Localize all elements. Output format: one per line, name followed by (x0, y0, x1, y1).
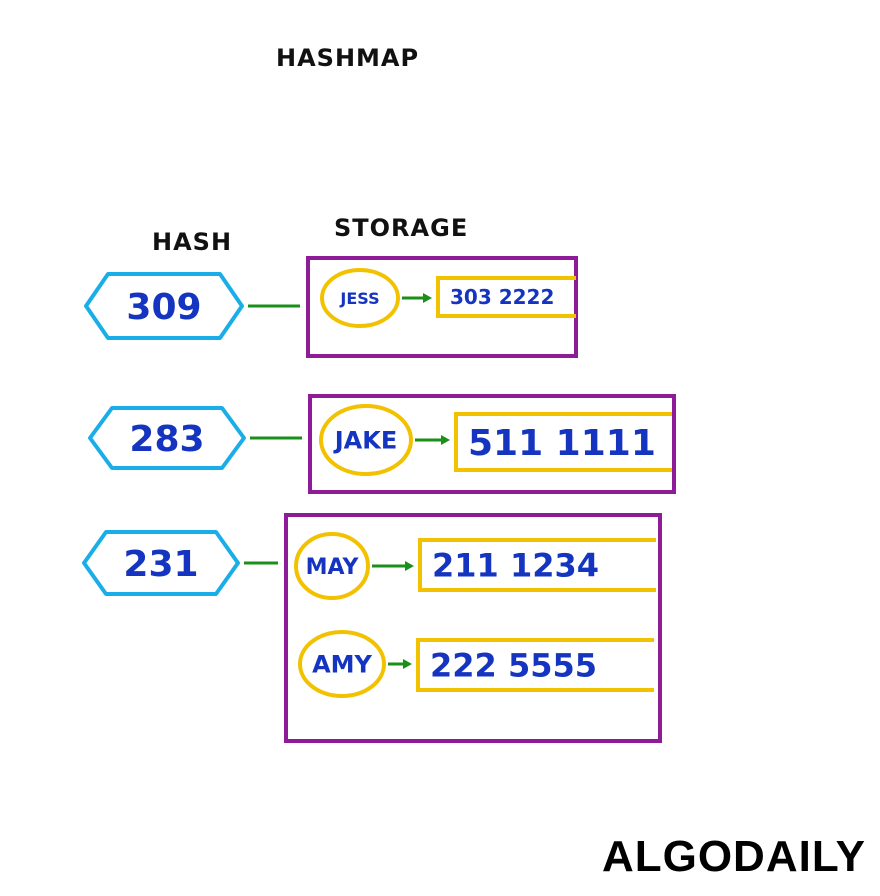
key-ring (294, 532, 370, 600)
entry-value-box (454, 412, 672, 472)
entry-phone-value: 222 5555 (430, 647, 597, 685)
entry-value-box (418, 538, 656, 592)
entry-value-box (436, 276, 576, 318)
entry-key-name: AMY (312, 651, 372, 679)
entry-phone-value: 511 1111 (468, 423, 656, 464)
brand-logo-text: ALGODAILY (601, 832, 866, 881)
hash-column-label: HASH (152, 228, 233, 256)
entry-key-name: JESS (339, 289, 379, 308)
storage-bucket-box (308, 394, 676, 494)
entry-phone-value: 211 1234 (432, 547, 599, 585)
entry-arrow-head (405, 561, 414, 571)
entry-key-name: JAKE (333, 427, 398, 455)
storage-column-label: STORAGE (334, 214, 469, 242)
hash-value: 283 (129, 419, 204, 460)
storage-bucket-box (306, 256, 578, 358)
hash-hexagon (82, 530, 240, 596)
key-ring (319, 404, 413, 476)
entry-arrow-head (441, 435, 450, 445)
entry-value-box (416, 638, 654, 692)
entry-arrow-head (403, 659, 412, 669)
key-ring (298, 630, 386, 698)
diagram-title: HASHMAP (276, 44, 420, 72)
hash-value: 309 (126, 287, 201, 328)
key-ring (320, 268, 400, 328)
hash-hexagon (84, 272, 244, 340)
entry-phone-value: 303 2222 (450, 285, 554, 309)
hash-hexagon (88, 406, 246, 470)
storage-bucket-box (284, 513, 662, 743)
hash-value: 231 (123, 544, 198, 585)
entry-key-name: MAY (306, 555, 360, 580)
entry-arrow-head (423, 293, 432, 303)
